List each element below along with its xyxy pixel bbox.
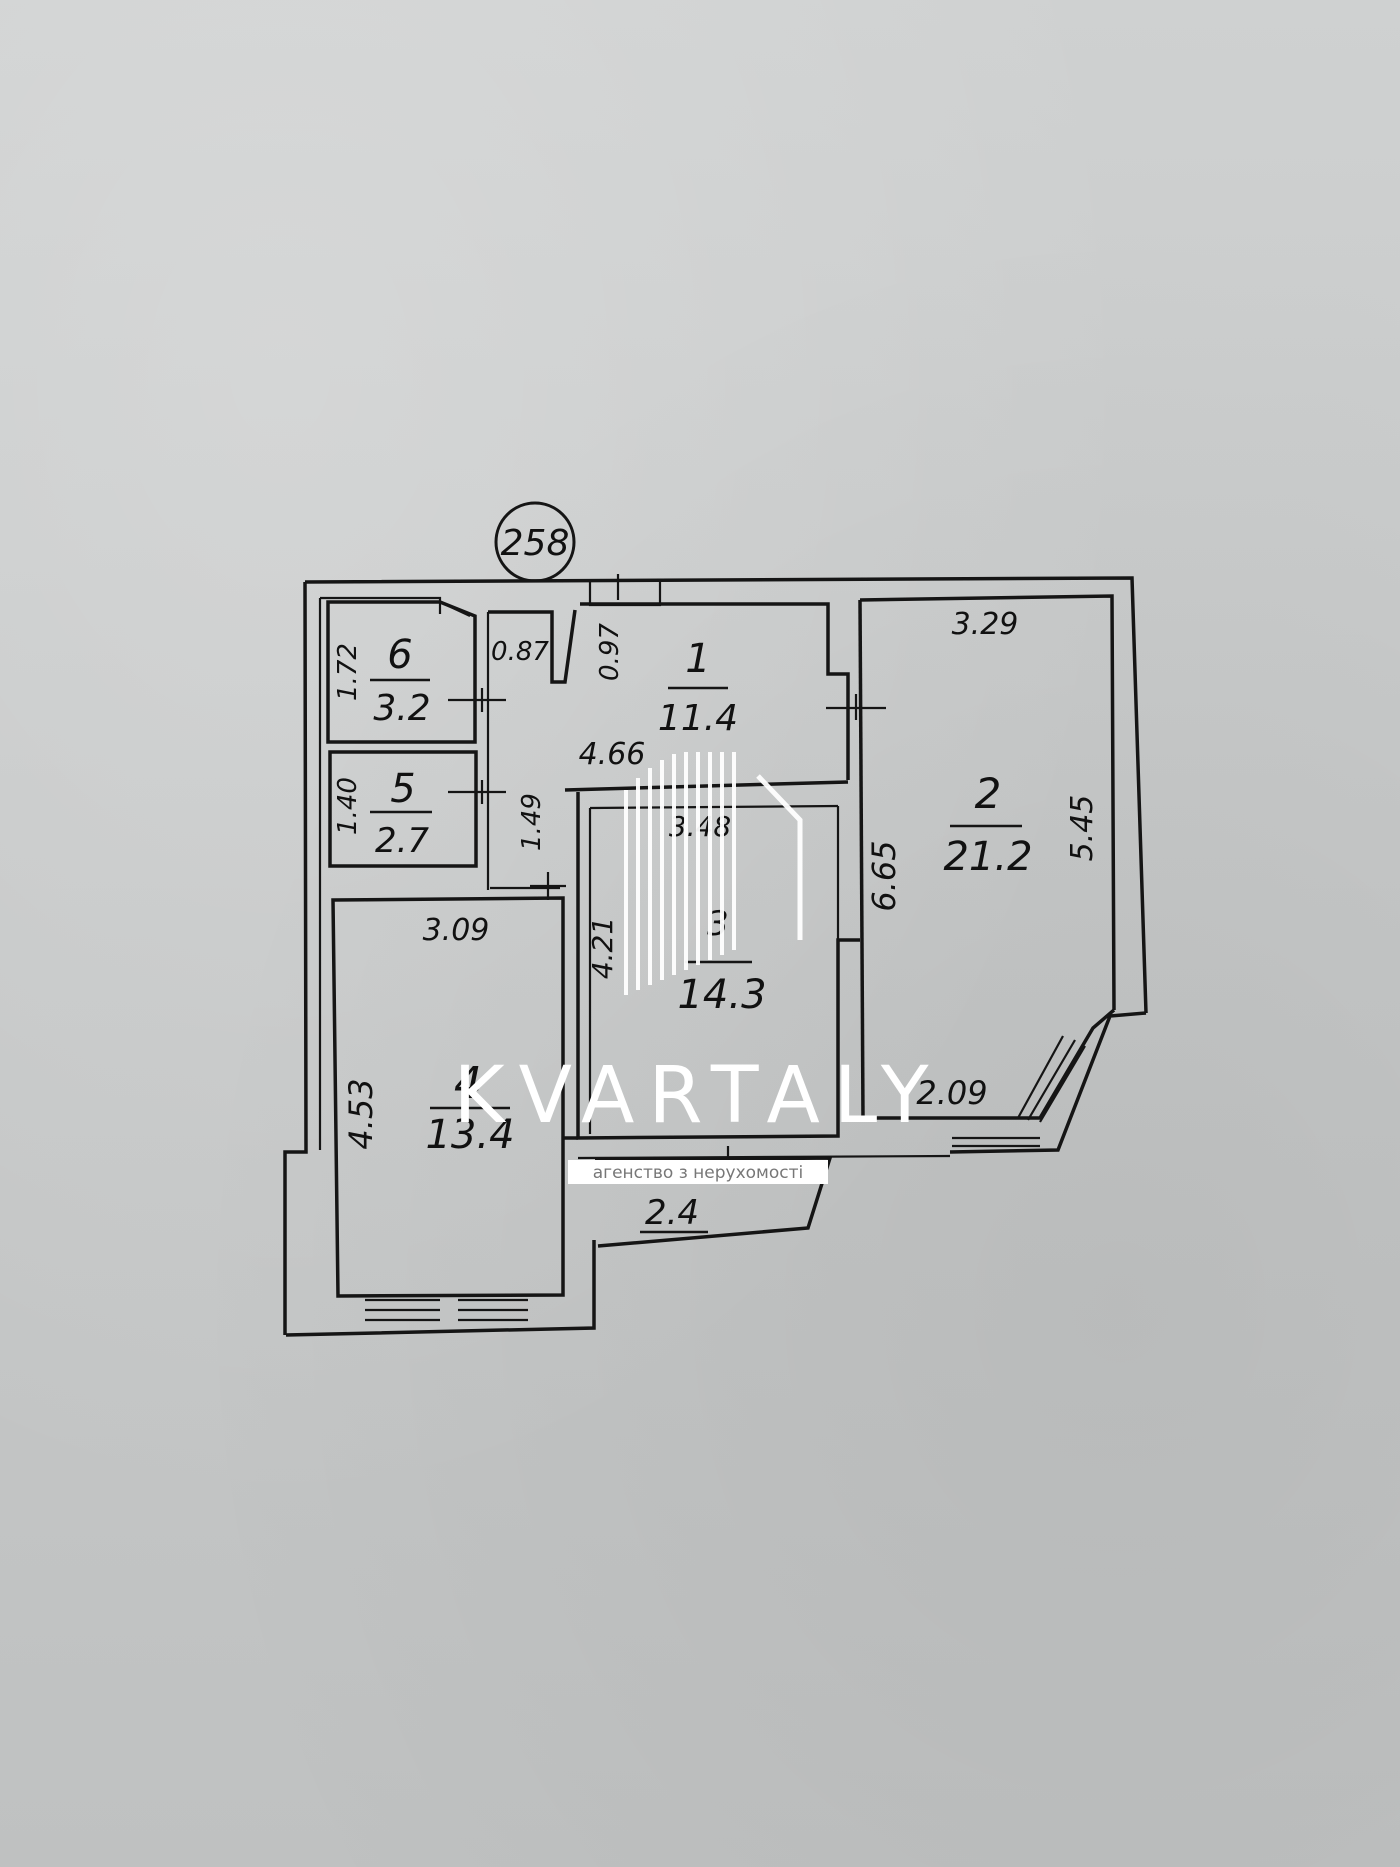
watermark-tagline: агенство з нерухомості (593, 1163, 804, 1183)
dim-closet-width: 0.87 (491, 637, 549, 667)
dim-room2-length-right: 5.45 (1065, 795, 1100, 862)
flat-number: 258 (501, 523, 570, 564)
room-1-label: 1 11.4 (658, 636, 738, 739)
room-4-walls (331, 886, 578, 1322)
room-5-walls (328, 750, 478, 868)
dim-hall-length: 4.66 (579, 737, 646, 772)
room-2-area: 21.2 (943, 834, 1032, 880)
dim-room6-width: 1.72 (333, 643, 363, 701)
dim-passage-width: 1.49 (517, 793, 547, 851)
room-1-number: 1 (685, 636, 710, 682)
outer-walls (283, 576, 1148, 1337)
room-4-number: 4 (454, 1058, 482, 1109)
flat-number-badge: 258 (494, 501, 576, 583)
room-2-label: 2 21.2 (943, 769, 1032, 880)
dim-room3-length: 4.21 (586, 917, 619, 979)
room-5-number: 5 (390, 766, 415, 812)
room-6-walls (326, 600, 477, 744)
room-6-area: 3.2 (373, 688, 430, 729)
watermark-tagline-box: агенство з нерухомості (568, 1160, 828, 1184)
room-1-walls (564, 602, 850, 792)
dim-room2-length-left: 6.65 (865, 840, 903, 911)
room-2-walls (858, 594, 1116, 1148)
room-4-area: 13.4 (425, 1112, 514, 1158)
balcony-area: 2.4 (645, 1193, 699, 1233)
dim-room4-length: 4.53 (342, 1078, 380, 1149)
room-3-area: 14.3 (677, 972, 766, 1018)
room-5-area: 2.7 (375, 821, 429, 861)
room-2-number: 2 (975, 769, 1002, 818)
watermark-logo (624, 752, 803, 995)
room-1-area: 11.4 (658, 698, 738, 739)
watermark-brand: KVARTALY (453, 1051, 942, 1141)
room-6-number: 6 (387, 632, 412, 678)
room-3-label: 3 14.3 (677, 904, 766, 1018)
closet-walls (486, 582, 662, 890)
dim-room2-bottom: 2.09 (916, 1074, 987, 1112)
dim-niche-depth: 0.97 (595, 623, 625, 681)
room-6-label: 6 3.2 (370, 632, 431, 729)
room-5-label: 5 2.7 (370, 766, 432, 861)
balcony-walls (577, 1154, 951, 1248)
dim-room4-width: 3.09 (423, 913, 490, 948)
dim-room5-width: 1.40 (333, 777, 363, 835)
dim-room2-width: 3.29 (952, 607, 1019, 642)
room-4-label: 4 13.4 (425, 1058, 514, 1158)
room-3-walls (576, 792, 860, 1140)
balcony-label: 2.4 (640, 1193, 708, 1234)
